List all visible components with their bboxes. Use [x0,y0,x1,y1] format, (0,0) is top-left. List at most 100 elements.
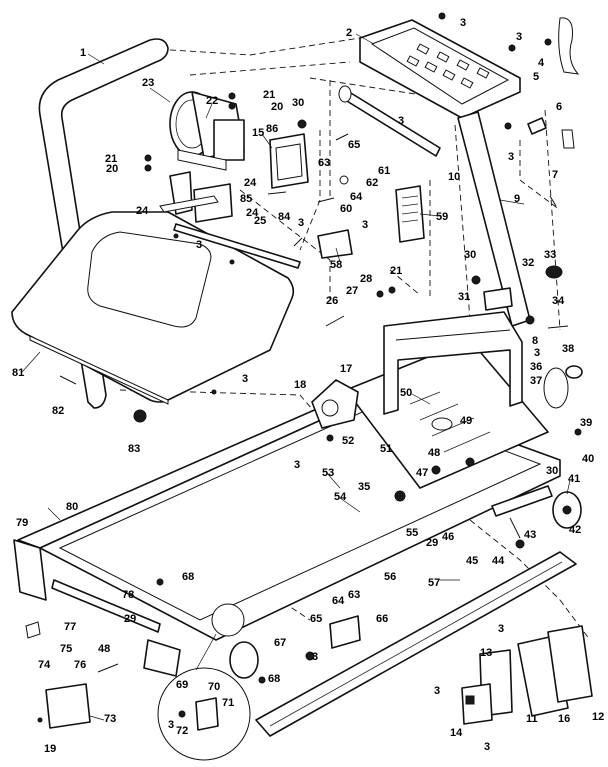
callout-55: 55 [406,527,418,539]
callout-21b: 21 [105,153,117,165]
callout-20: 20 [271,101,283,113]
callout-30b: 30 [464,249,476,261]
callout-73: 73 [104,713,116,725]
callout-32: 32 [522,257,534,269]
callout-53: 53 [322,467,334,479]
callout-20b: 20 [106,163,118,175]
callout-29: 29 [426,537,438,549]
callout-21: 21 [263,89,275,101]
callout-79: 79 [16,517,28,529]
callout-16: 16 [558,713,570,725]
callout-81: 81 [12,367,24,379]
callout-67: 67 [274,637,286,649]
handrail [38,38,169,409]
callout-47: 47 [416,467,428,479]
roller-rod [173,223,301,269]
callout-68b: 68 [268,673,280,685]
callout-13: 13 [480,647,492,659]
pivot-bracket [483,287,513,311]
callout-18: 18 [294,379,306,391]
callout-27: 27 [346,285,358,297]
callout-24: 24 [244,177,257,189]
callout-78: 78 [122,589,134,601]
callout-43: 43 [524,529,536,541]
callout-24c: 24 [136,205,149,217]
callout-21c: 21 [390,265,402,277]
callout-77: 77 [64,621,76,633]
callout-63: 63 [318,157,330,169]
callout-25: 25 [254,215,266,227]
callout-84: 84 [278,211,291,223]
callout-65b: 65 [310,613,322,625]
callout-2: 2 [346,27,352,39]
foot-bracket [329,615,361,649]
callout-74: 74 [38,659,51,671]
callout-65: 65 [348,139,360,151]
callout-69: 69 [176,679,188,691]
callout-41: 41 [568,473,580,485]
leader-lines [21,33,571,721]
callout-8: 8 [532,335,538,347]
callout-3k: 3 [312,651,318,663]
callout-3g: 3 [362,219,368,231]
callout-30c: 30 [546,465,558,477]
callout-39: 39 [580,417,592,429]
callout-36: 36 [530,361,542,373]
callout-3l: 3 [498,623,504,635]
callout-12: 12 [592,711,604,723]
callout-3b: 3 [516,31,522,43]
callout-51: 51 [380,443,392,455]
callout-85: 85 [240,193,252,205]
callout-3h: 3 [242,373,248,385]
callout-3c: 3 [398,115,404,127]
callout-3n: 3 [484,741,490,753]
callout-6: 6 [556,101,562,113]
callout-80: 80 [66,501,78,513]
callout-3j: 3 [294,459,300,471]
callout-72: 72 [176,725,188,737]
wheel [552,491,582,529]
callout-66: 66 [376,613,388,625]
callout-33: 33 [544,249,556,261]
callout-44: 44 [492,555,505,567]
motor-hood [11,211,295,405]
callout-48b: 48 [98,643,110,655]
callout-48: 48 [428,447,440,459]
callout-35: 35 [358,481,370,493]
callout-70: 70 [208,681,220,693]
callout-10: 10 [448,171,460,183]
callout-64: 64 [350,191,363,203]
callout-75: 75 [60,643,72,655]
callout-14: 14 [450,727,463,739]
callout-37: 37 [530,375,542,387]
callout-3e: 3 [196,239,202,251]
callout-3i: 3 [534,347,540,359]
callout-31: 31 [458,291,470,303]
callout-24b: 24 [246,207,259,219]
callout-3m: 3 [434,685,440,697]
detail-inset [157,603,251,761]
callout-63b: 63 [348,589,360,601]
callout-23: 23 [142,77,154,89]
speed-sensor-bracket [395,185,425,243]
reed-switch [317,229,353,259]
callout-19: 19 [44,743,56,755]
rear-end-cap [45,683,91,729]
callout-42: 42 [569,524,581,536]
controller-board-assembly [461,625,593,725]
callout-7: 7 [552,169,558,181]
power-cord [558,17,580,75]
callout-68: 68 [182,571,194,583]
callout-3o: 3 [168,719,174,731]
callout-61: 61 [378,165,390,177]
console [359,19,521,119]
callout-71: 71 [222,697,234,709]
callout-30: 30 [292,97,304,109]
callout-38: 38 [562,343,574,355]
callout-40: 40 [582,453,594,465]
callout-54: 54 [334,491,347,503]
front-roller-bracket [311,379,359,429]
callout-49: 49 [460,415,472,427]
callout-56: 56 [384,571,396,583]
callout-15: 15 [252,127,264,139]
